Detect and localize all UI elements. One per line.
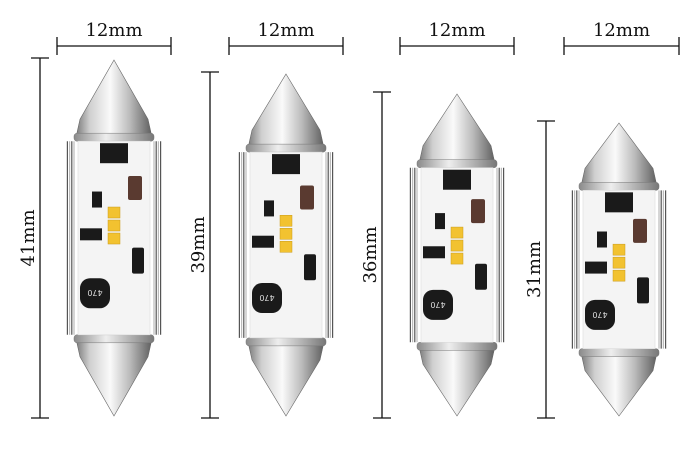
transistor [597,231,607,248]
led-chip [450,252,464,265]
inductor-marking: 470 [592,310,607,319]
transistor [92,191,102,208]
top-end-cap [580,122,658,187]
length-label: 36mm [360,226,381,283]
bottom-cap-ring [73,334,155,344]
capacitor [300,185,314,210]
bulb-3: 12mm 36mm 470 [360,20,515,419]
length-label: 41mm [18,209,39,266]
diode [637,277,649,304]
length-label: 39mm [188,216,209,273]
led-chip [612,256,626,269]
width-label: 12mm [85,20,142,41]
width-label: 12mm [428,20,485,41]
inductor-marking: 470 [259,293,274,302]
top-cap-ring [73,132,155,142]
bottom-end-cap [418,345,496,417]
led-chip [450,239,464,252]
led-chip [612,269,626,282]
led-chip [450,226,464,239]
transistor [435,213,445,230]
led-chip [107,232,121,245]
inductor-marking: 470 [430,300,445,309]
led-chip [279,241,293,253]
capacitor [128,176,142,201]
bulb-1: 12mm 41mm 470 [18,20,172,419]
top-end-cap [418,93,496,165]
top-cap-ring [245,143,327,153]
inductor-marking: 470 [87,288,102,297]
capacitor [471,199,485,224]
led-chip [279,228,293,240]
width-label: 12mm [593,20,650,41]
bottom-end-cap [580,352,658,417]
led-chip [107,206,121,219]
inductor [585,299,615,330]
ic-chip [423,246,445,259]
bottom-end-cap [75,338,153,417]
transistor [264,200,274,217]
driver-chip [100,143,128,164]
driver-chip [605,192,633,213]
diode [475,263,487,290]
diode [132,247,144,274]
led-chip [612,243,626,256]
bulb-2: 12mm 39mm 470 [188,20,344,419]
driver-chip [272,154,300,175]
bottom-end-cap [247,341,325,417]
length-label: 31mm [524,241,545,298]
ic-chip [80,228,102,241]
top-cap-ring [416,159,498,168]
inductor [252,283,282,314]
bulb-4: 12mm 31mm 470 [524,20,680,419]
diode [304,254,316,281]
ic-chip [252,235,274,248]
ic-chip [585,261,607,274]
inductor [423,289,453,320]
led-chip [107,219,121,232]
capacitor [633,218,647,243]
bottom-cap-ring [578,348,660,357]
bottom-cap-ring [416,342,498,351]
width-label: 12mm [257,20,314,41]
led-chip [279,215,293,227]
top-end-cap [75,59,153,138]
top-end-cap [247,73,325,149]
top-cap-ring [578,182,660,191]
driver-chip [443,169,471,190]
inductor [80,278,110,309]
bottom-cap-ring [245,337,327,347]
